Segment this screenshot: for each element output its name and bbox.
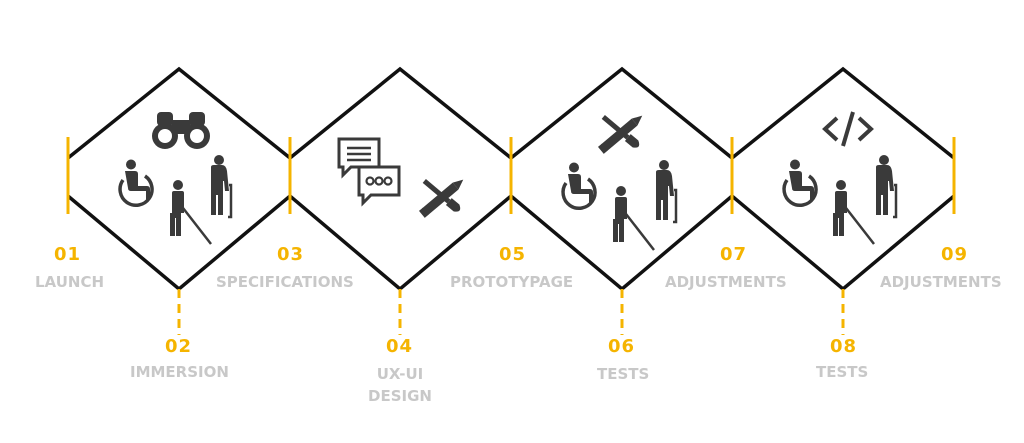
wheelchair-user-icon xyxy=(561,160,597,211)
blind-person-icon xyxy=(831,178,876,246)
step-label: PROTOTYPAGE xyxy=(450,273,574,291)
step-label-line2: DESIGN xyxy=(368,387,432,405)
step-number: 02 xyxy=(165,336,193,357)
step-label: IMMERSION xyxy=(130,363,229,381)
wheelchair-user-icon xyxy=(118,157,154,208)
pencil-brush-icon xyxy=(597,112,646,154)
code-icon xyxy=(823,110,873,148)
elderly-person-icon xyxy=(654,158,678,224)
step-markers-top xyxy=(66,137,956,214)
step-markers-bottom xyxy=(177,289,845,335)
step-label: LAUNCH xyxy=(35,273,105,291)
elderly-person-icon xyxy=(874,153,898,219)
pencil-brush-icon xyxy=(418,176,467,218)
step-number: 05 xyxy=(499,244,527,265)
step-number: 07 xyxy=(720,244,748,265)
step-label: ADJUSTMENTS xyxy=(880,273,1002,291)
step-number: 06 xyxy=(608,336,636,357)
chat-bubbles-icon xyxy=(337,137,401,205)
step-number: 08 xyxy=(830,336,858,357)
step-label: UX-UI xyxy=(376,365,424,383)
step-label: TESTS xyxy=(597,365,650,383)
blind-person-icon xyxy=(611,184,656,252)
step-label: SPECIFICATIONS xyxy=(216,273,354,291)
step-number: 01 xyxy=(54,244,82,265)
blind-person-icon xyxy=(168,178,213,246)
elderly-person-icon xyxy=(209,153,233,219)
step-number: 09 xyxy=(941,244,969,265)
step-label: ADJUSTMENTS xyxy=(665,273,787,291)
step-number: 03 xyxy=(277,244,305,265)
step-number: 04 xyxy=(386,336,414,357)
step-label: TESTS xyxy=(816,363,869,381)
binoculars-icon xyxy=(152,112,210,149)
wheelchair-user-icon xyxy=(782,157,818,208)
